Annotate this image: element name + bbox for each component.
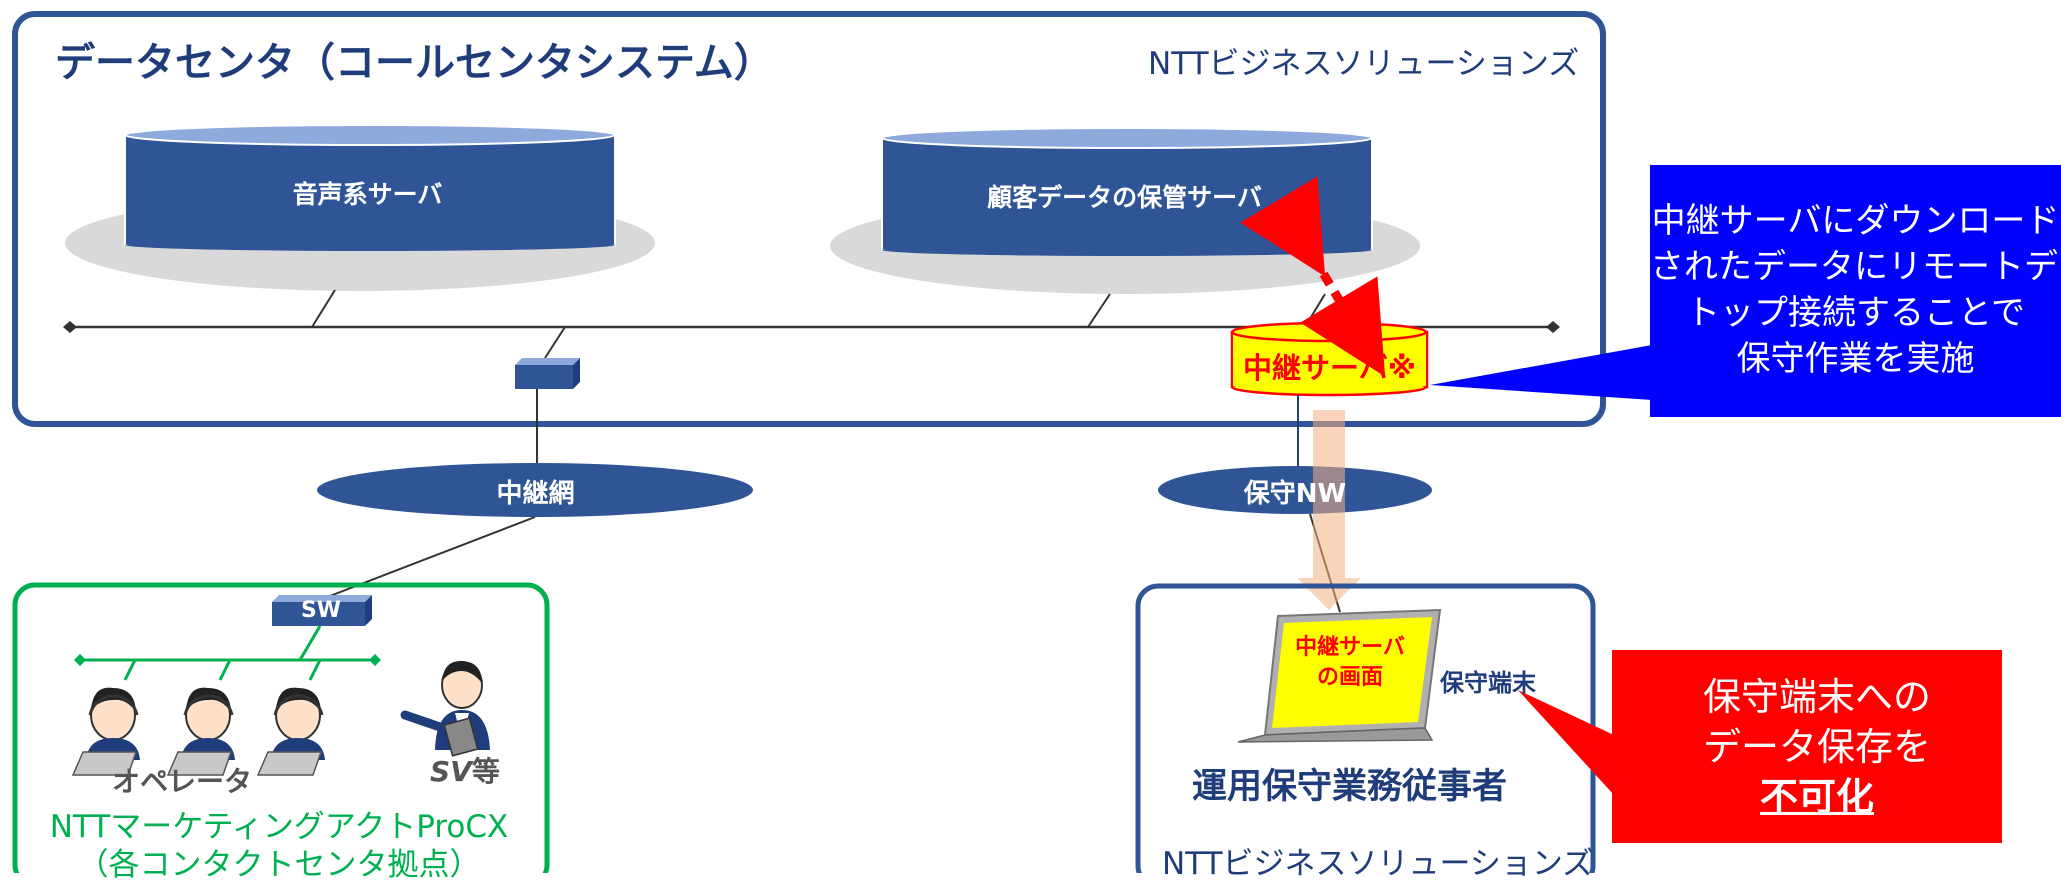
supervisor-icon — [400, 660, 490, 757]
maintenance-network-ellipse — [1158, 466, 1432, 514]
maintenance-terminal-label: 保守端末 — [1440, 669, 1536, 697]
red-callout-line3: 不可化 — [1759, 775, 1874, 819]
voice-server-label: 音声系サーバ — [292, 180, 443, 209]
operator-icon — [166, 687, 235, 776]
sv-label-suffix: 等 — [471, 755, 500, 788]
operator-icon — [256, 687, 325, 776]
switch-icon — [515, 358, 580, 389]
relay-server-label: 中継サーバ※ — [1243, 351, 1416, 385]
maintenance-network-label: 保守NW — [1243, 479, 1347, 509]
laptop-screen-line1: 中継サーバ — [1295, 635, 1405, 660]
company-label-top: NTTビジネスソリューションズ — [1148, 46, 1580, 82]
relay-network-ellipse — [317, 463, 753, 517]
sv-label: SV等 — [430, 750, 500, 790]
cc-switch-label: SW — [300, 598, 342, 623]
cc-switch-icon — [272, 595, 372, 626]
blue-callout-line2: されたデータにリモートデスク — [1650, 247, 2061, 287]
datacenter-frame — [12, 11, 1606, 427]
laptop-screen-label: 中継サーバ の画面 — [1275, 633, 1425, 693]
red-callout-shape — [1518, 650, 2002, 843]
sv-label-abbrev: SV — [430, 755, 472, 788]
blue-callout-line4: 保守作業を実施 — [1736, 339, 1975, 379]
laptop-screen-line2: の画面 — [1316, 665, 1383, 690]
operator-label: オペレータ — [112, 765, 253, 798]
company-label-bottom: NTTビジネスソリューションズ — [1162, 846, 1594, 882]
datacenter-title: データセンタ（コールセンタシステム） — [55, 40, 774, 86]
voice-server-shape — [65, 124, 655, 291]
blue-callout-shape — [1430, 165, 2061, 417]
red-callout-line1: 保守端末への — [1702, 675, 1931, 719]
red-callout-text: 保守端末への データ保存を 不可化 — [1612, 672, 2022, 822]
contact-center-company-line1: NTTマーケティングアクトProCX — [49, 809, 509, 845]
blue-callout-line3: トップ接続することで — [1686, 293, 2025, 333]
blue-callout-text: 中継サーバにダウンロード されたデータにリモートデスク トップ接続することで 保… — [1650, 198, 2061, 382]
maintenance-worker-label: 運用保守業務従事者 — [1192, 767, 1508, 807]
contact-center-frame — [12, 582, 550, 873]
relay-network-label: 中継網 — [496, 479, 575, 509]
red-callout-line2: データ保存を — [1702, 725, 1931, 769]
contact-center-company-line2: （各コンタクトセンタ拠点） — [77, 847, 481, 883]
customer-data-server-label: 顧客データの保管サーバ — [987, 183, 1262, 212]
green-lan — [74, 625, 381, 681]
blue-callout-line1: 中継サーバにダウンロード — [1651, 201, 2060, 241]
operator-icon — [71, 687, 140, 776]
laptop-icon — [1237, 608, 1442, 743]
